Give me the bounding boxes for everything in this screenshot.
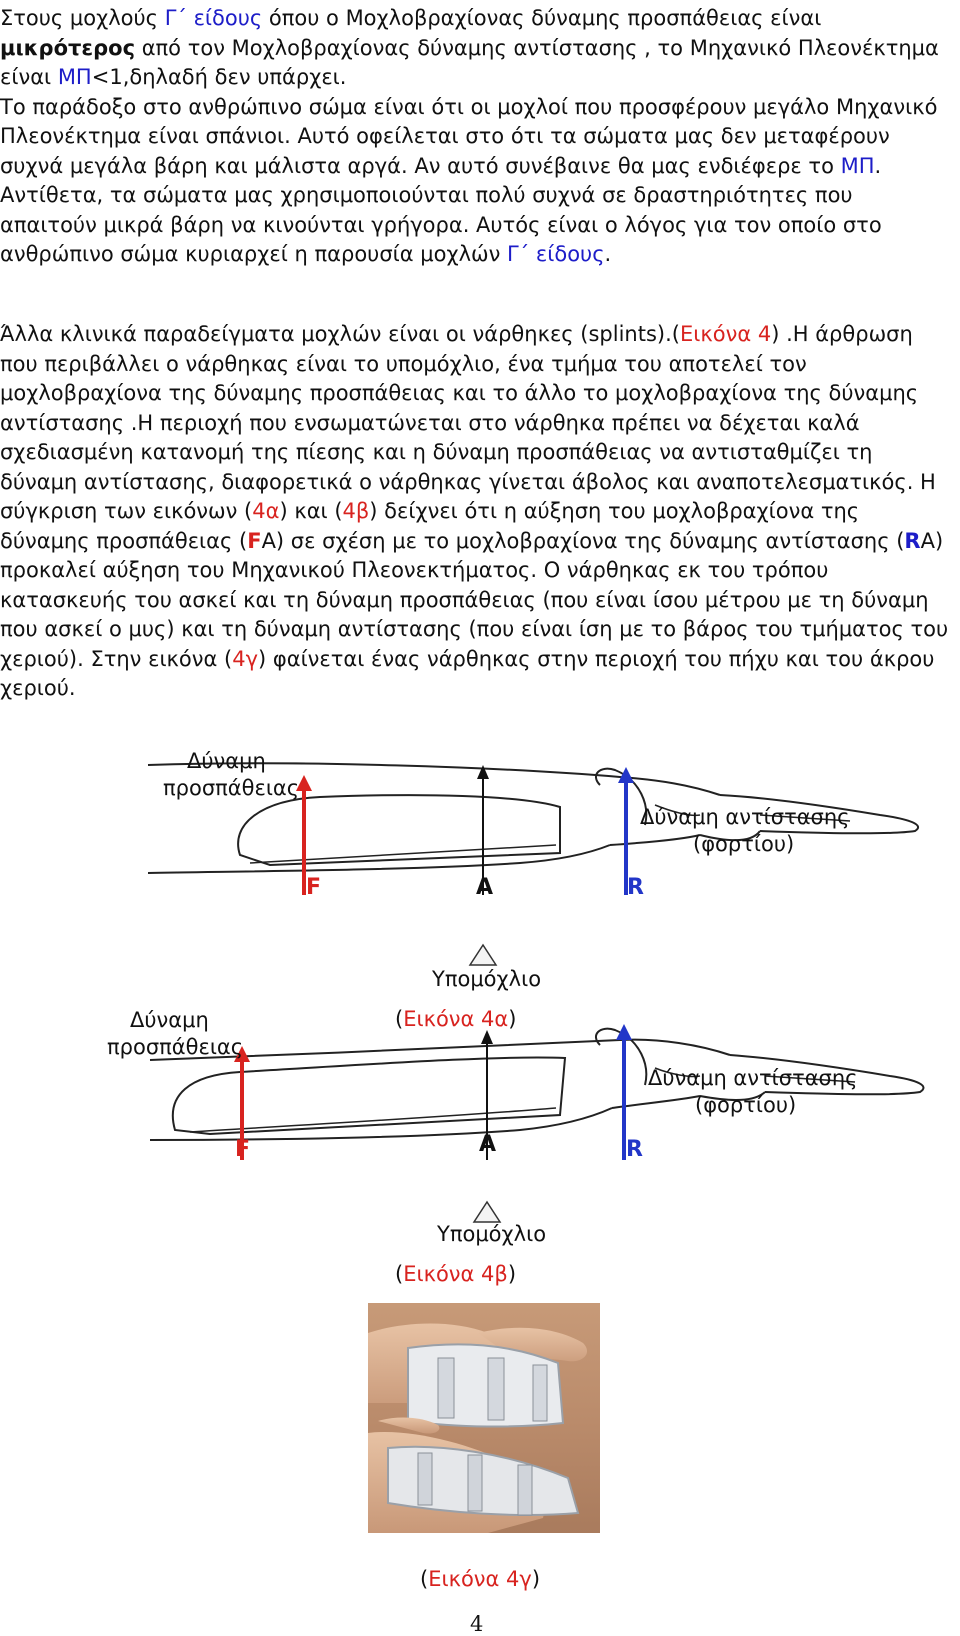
figure-4a: Δύναμη προσπάθειας Δύναμη αντίστασης (φο…: [0, 745, 960, 1035]
effort-letter: F: [306, 875, 322, 900]
resistance-label-2: (φορτίου): [695, 1093, 797, 1117]
class-c-term: Γ΄ είδους: [164, 6, 263, 30]
splint-photo-illustration: [368, 1303, 600, 1533]
resistance-letter: R: [626, 1137, 643, 1162]
figure-4c-caption: (Εικόνα 4γ): [420, 1567, 541, 1591]
figure-reference: Εικόνα 4: [679, 322, 772, 346]
figure-caption: (Εικόνα 4β): [395, 1262, 517, 1286]
resistance-label-2: (φορτίου): [693, 832, 795, 856]
axis-letter: A: [476, 875, 494, 900]
paragraph-third-class-levers: Στους μοχλούς Γ΄ είδους όπου ο Μοχλοβραχ…: [0, 6, 939, 266]
resistance-letter: R: [627, 875, 644, 900]
fulcrum-label: Υπομόχλιο: [432, 967, 542, 991]
bold-term: μικρότερος: [0, 35, 136, 60]
fulcrum-label: Υπομόχλιο: [437, 1222, 547, 1246]
paragraph-splints: Άλλα κλινικά παραδείγματα μοχλών είναι ο…: [0, 322, 949, 700]
splint-photo: [368, 1303, 600, 1533]
resistance-label: Δύναμη αντίστασης: [640, 805, 850, 829]
axis-letter: A: [479, 1132, 497, 1157]
effort-label: Δύναμη: [130, 1008, 209, 1032]
figure-caption: (Εικόνα 4α): [395, 1007, 517, 1031]
page-number: 4: [470, 1612, 484, 1636]
effort-label: Δύναμη: [187, 749, 266, 773]
effort-letter: F: [235, 1137, 251, 1162]
figure-4b: Δύναμη προσπάθειας Δύναμη αντίστασης (φο…: [0, 1000, 960, 1290]
splint-diagram-4a: [147, 762, 919, 966]
splint-diagram-4b: [149, 1024, 925, 1223]
resistance-label: Δύναμη αντίστασης: [648, 1066, 858, 1090]
effort-label-2: προσπάθειας: [163, 776, 300, 800]
effort-label-2: προσπάθειας: [107, 1035, 244, 1059]
